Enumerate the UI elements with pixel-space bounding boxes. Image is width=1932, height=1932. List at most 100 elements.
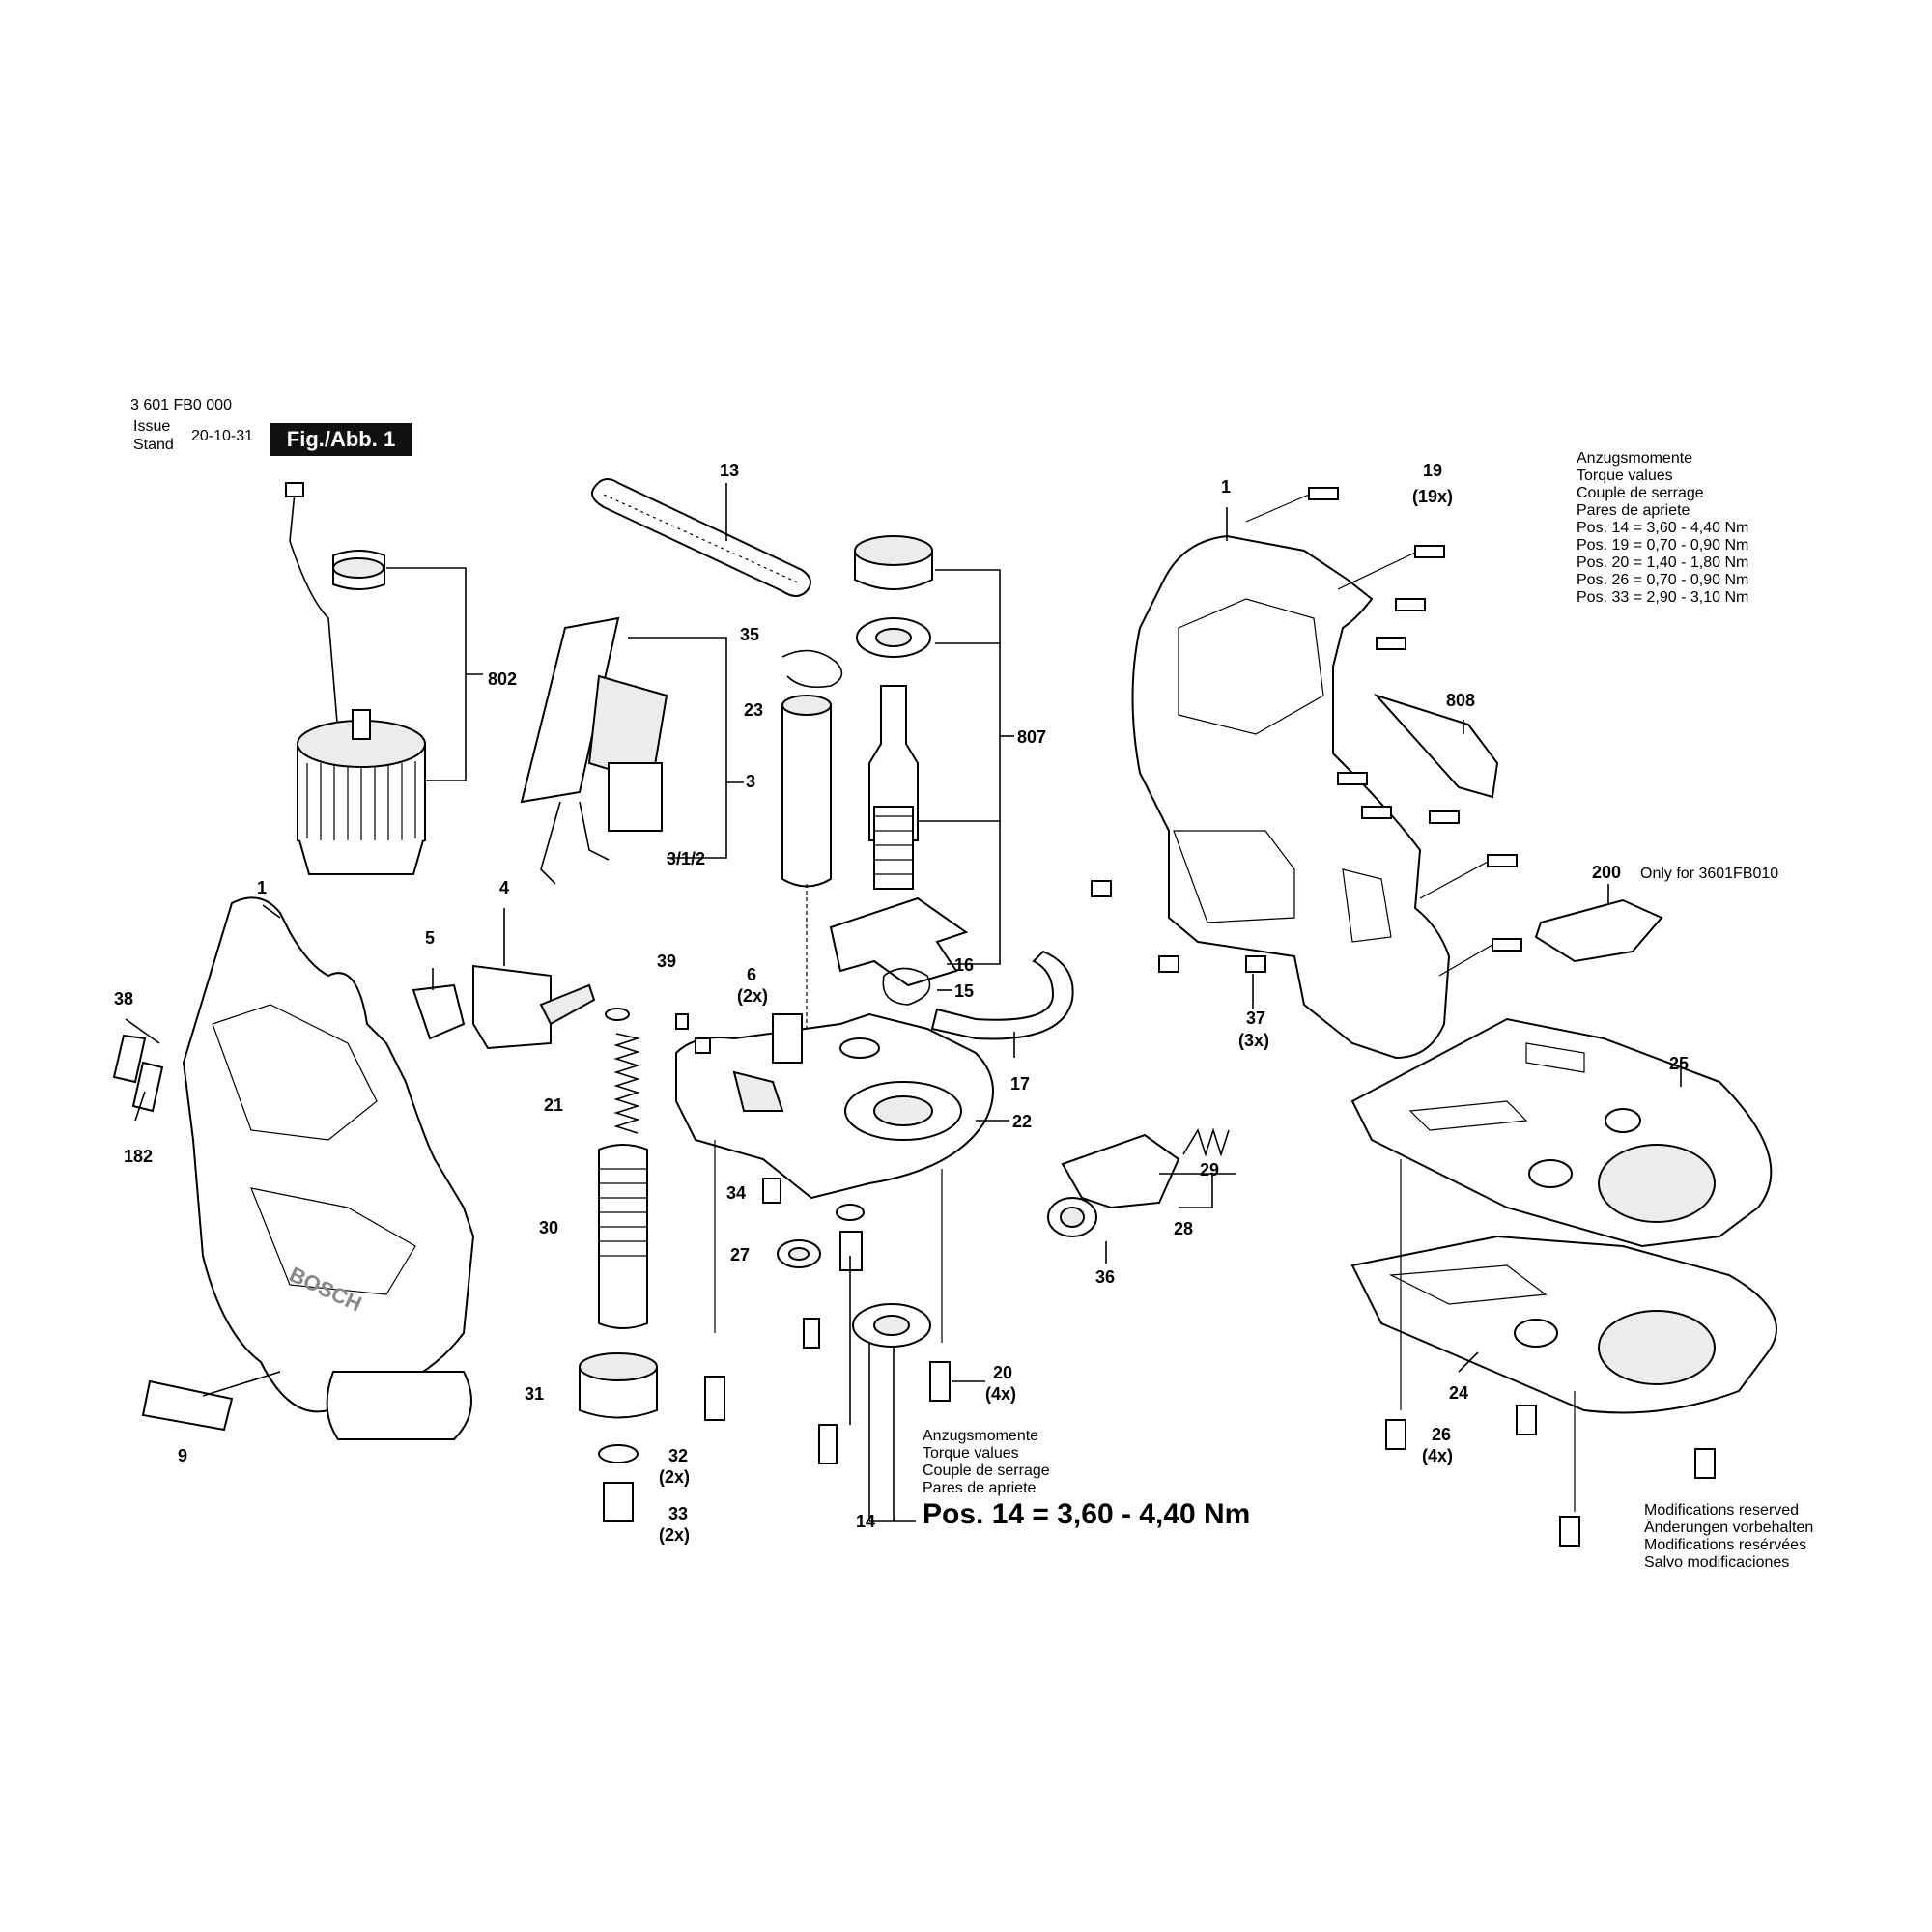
callout-37-qty: (3x) (1238, 1031, 1270, 1050)
callout-9: 9 (178, 1446, 188, 1465)
modifications-note: Modifications reserved Änderungen vorbeh… (1644, 1502, 1813, 1572)
callout-14: 14 (856, 1512, 876, 1531)
gear-housing (675, 1012, 1009, 1343)
callout-1-right: 1 (1221, 477, 1232, 497)
callout-33: 33 (668, 1504, 689, 1523)
mod-line-es: Salvo modificaciones (1644, 1554, 1790, 1571)
callout-22: 22 (1012, 1112, 1033, 1131)
label-808 (1373, 693, 1499, 799)
callout-6-qty: (2x) (737, 986, 769, 1006)
label-38 (112, 1034, 147, 1084)
issue-date: 20-10-31 (191, 428, 254, 444)
screw-26a (1385, 1419, 1406, 1450)
washer-32 (598, 1444, 639, 1463)
torque-pos-20: Pos. 20 = 1,40 - 1,80 Nm (1577, 554, 1749, 571)
callout-15: 15 (954, 981, 975, 1001)
callout-20: 20 (993, 1363, 1013, 1382)
callout-26: 26 (1432, 1425, 1452, 1444)
washer-39 (605, 1008, 630, 1021)
callout-5: 5 (425, 928, 436, 948)
spindle-30 (598, 1144, 648, 1329)
spring-21 (613, 1033, 641, 1134)
motor-assembly (285, 482, 483, 875)
screw-26d (1559, 1516, 1580, 1547)
mod-line-de: Änderungen vorbehalten (1644, 1520, 1814, 1536)
switch-5 (412, 983, 466, 1040)
right-housing (1131, 507, 1451, 1060)
callout-1-left: 1 (257, 878, 268, 897)
screw-34 (762, 1178, 781, 1204)
screw-26c (1694, 1448, 1716, 1479)
torque-line-fr: Couple de serrage (1577, 485, 1704, 501)
callout-34: 34 (726, 1183, 747, 1203)
callout-802: 802 (488, 669, 518, 689)
pin-6a (675, 1013, 689, 1030)
sleeve-parts (781, 649, 843, 1053)
label-200 (1534, 898, 1663, 963)
motor-pulley (332, 557, 384, 579)
callout-33-qty: (2x) (659, 1525, 691, 1545)
callout-38: 38 (114, 989, 134, 1009)
guide-28 (1061, 1133, 1180, 1209)
callout-30: 30 (539, 1218, 559, 1237)
callout-28: 28 (1174, 1219, 1194, 1238)
spring-29 (1182, 1127, 1230, 1157)
torque-line-en: Torque values (1577, 468, 1673, 484)
torque-b-line-fr: Couple de serrage (923, 1463, 1050, 1479)
callout-19: 19 (1423, 461, 1443, 480)
callout-13: 13 (720, 461, 740, 480)
callout-3: 3 (746, 772, 756, 791)
base-plate-24 (1350, 1159, 1777, 1512)
issue-label: Issue (133, 418, 171, 435)
callout-17: 17 (1010, 1074, 1031, 1094)
torque-pos-26: Pos. 26 = 0,70 - 0,90 Nm (1577, 572, 1749, 588)
bracket (930, 950, 1074, 1058)
electronics-module (520, 616, 744, 885)
note-200: Only for 3601FB010 (1640, 866, 1779, 882)
callout-16: 16 (954, 955, 975, 975)
torque-values-bottom: Anzugsmomente Torque values Couple de se… (923, 1428, 1050, 1497)
torque-values-top: Anzugsmomente Torque values Couple de se… (1577, 450, 1748, 607)
callout-27: 27 (730, 1245, 751, 1264)
callout-31: 31 (525, 1384, 545, 1404)
callout-19-qty: (19x) (1412, 487, 1454, 506)
callout-36: 36 (1095, 1267, 1116, 1287)
callout-20-qty: (4x) (985, 1384, 1017, 1404)
callout-200: 200 (1592, 863, 1622, 882)
torque-line-es: Pares de apriete (1577, 502, 1690, 519)
callout-6: 6 (747, 965, 757, 984)
torque-b-line-es: Pares de apriete (923, 1480, 1037, 1496)
callout-26-qty: (4x) (1422, 1446, 1454, 1465)
callout-807: 807 (1017, 727, 1047, 747)
screws-19 (1245, 487, 1522, 977)
torque-line-de: Anzugsmomente (1577, 450, 1693, 467)
callout-25: 25 (1669, 1054, 1690, 1073)
callout-4: 4 (499, 878, 510, 897)
screw-26b (1516, 1405, 1537, 1435)
pin-37c (1245, 955, 1266, 973)
pin-37a (1091, 880, 1112, 897)
callout-39: 39 (657, 952, 677, 971)
mod-line-en: Modifications reserved (1644, 1502, 1800, 1519)
torque-pos-33: Pos. 33 = 2,90 - 3,10 Nm (1577, 589, 1749, 606)
torque-pos-19: Pos. 19 = 0,70 - 0,90 Nm (1577, 537, 1749, 554)
mod-line-fr: Modifications resérvées (1644, 1537, 1807, 1553)
pin-37b (1158, 955, 1179, 973)
callout-32-qty: (2x) (659, 1467, 691, 1487)
callout-35: 35 (740, 625, 760, 644)
callout-808: 808 (1446, 691, 1476, 710)
callout-182: 182 (124, 1147, 154, 1166)
label-182 (131, 1061, 164, 1113)
plate-4 (472, 964, 552, 1050)
callout-32: 32 (668, 1446, 689, 1465)
spindle-assembly (829, 535, 1014, 1006)
callout-21: 21 (544, 1095, 564, 1115)
spring-6 (772, 1013, 803, 1064)
callout-23: 23 (744, 700, 764, 720)
torque-b-line-en: Torque values (923, 1445, 1019, 1462)
callout-3-1-2: 3/1/2 (667, 849, 706, 868)
stand-label: Stand (133, 437, 174, 453)
screw-33 (603, 1482, 634, 1522)
